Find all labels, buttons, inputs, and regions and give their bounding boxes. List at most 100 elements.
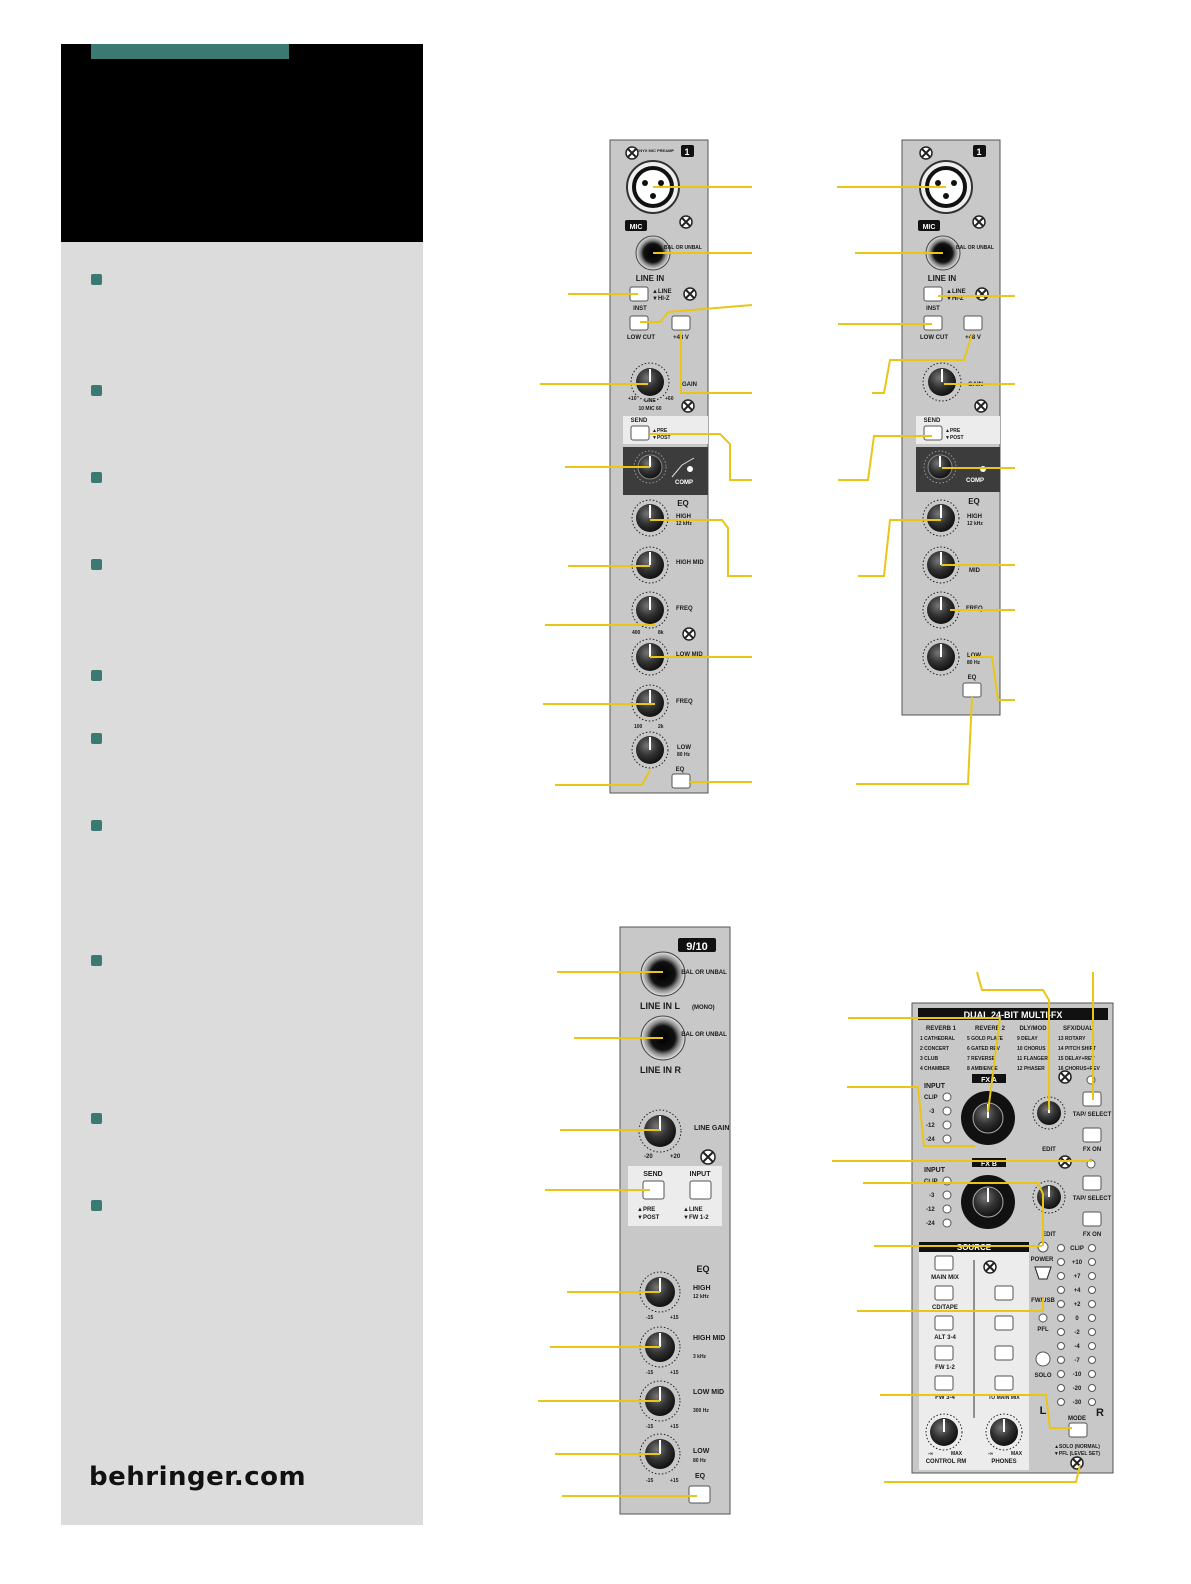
strip-b-low-cut: LOW CUT xyxy=(920,335,948,341)
fx-b-on: FX ON xyxy=(1083,1232,1101,1238)
source-alt34-button[interactable] xyxy=(934,1315,954,1331)
assign-button-4[interactable] xyxy=(994,1375,1014,1391)
fx-b-input: INPUT xyxy=(924,1167,946,1174)
mode-label: MODE xyxy=(1068,1416,1086,1422)
fx-preset: 10 CHORUS xyxy=(1017,1046,1046,1052)
eq-in-button[interactable] xyxy=(671,773,691,789)
eq-high-knob[interactable] xyxy=(922,499,960,537)
led-icon xyxy=(942,1218,952,1228)
strip-c-low-mid: LOW MID xyxy=(693,1389,724,1396)
strip-a-mic-range: 10 MIC 60 xyxy=(638,406,661,412)
screw-icon xyxy=(1058,1070,1072,1084)
strip-c-gain-max: +20 xyxy=(670,1154,681,1160)
bullet-5 xyxy=(91,670,102,681)
strip-a-eq: EQ xyxy=(677,499,689,508)
solo-label: SOLO xyxy=(1034,1373,1051,1379)
strip-a-preamp: XENYX MIC PREAMP xyxy=(634,148,675,153)
fx-preset: 13 ROTARY xyxy=(1058,1036,1086,1042)
fx-a-preset-knob[interactable] xyxy=(961,1091,1015,1145)
strip-b-pre: ▲PRE xyxy=(945,428,961,434)
led-icon xyxy=(942,1190,952,1200)
assign-button-2[interactable] xyxy=(994,1315,1014,1331)
strip-c-low-freq: 80 Hz xyxy=(693,1458,707,1464)
strip-a-high-mid: HIGH MID xyxy=(676,560,704,566)
strip-c-low-mid-freq: 300 Hz xyxy=(693,1408,709,1414)
gain-knob[interactable] xyxy=(922,362,962,402)
fx-a-m24: -24 xyxy=(926,1137,935,1143)
solo-normal-label: ▲SOLO (NORMAL) xyxy=(1054,1444,1100,1450)
eq-in-button[interactable] xyxy=(688,1485,711,1504)
fx-col-2: DLY/MOD xyxy=(1019,1026,1047,1032)
power-label: POWER xyxy=(1031,1257,1054,1263)
high-mid-freq-knob[interactable] xyxy=(631,591,669,629)
source-4: FW 3-4 xyxy=(935,1395,955,1401)
fx-a-clip: CLIP xyxy=(924,1095,938,1101)
meter-6: -2 xyxy=(1074,1330,1080,1336)
fx-preset: 14 PITCH SHIFT xyxy=(1058,1046,1096,1052)
source-cd-tape-button[interactable] xyxy=(934,1285,954,1301)
meter-l: L xyxy=(1040,1405,1047,1417)
meter-4: +2 xyxy=(1074,1302,1082,1308)
to-main-mix: TO MAIN MIX xyxy=(988,1395,1020,1401)
bullet-8 xyxy=(91,955,102,966)
sidebar: behringer.com xyxy=(61,44,423,1525)
gain-knob[interactable] xyxy=(630,362,670,402)
line-in-l-jack-icon[interactable] xyxy=(640,951,686,997)
strip-a-line: ▲LINE xyxy=(652,289,672,295)
screw-icon xyxy=(919,146,933,160)
source-fw34-button[interactable] xyxy=(934,1375,954,1391)
phantom-power-button[interactable] xyxy=(671,315,691,331)
phones-knob[interactable] xyxy=(985,1413,1023,1451)
fx-b-on-button[interactable] xyxy=(1082,1211,1102,1227)
meter-3: +4 xyxy=(1074,1288,1082,1294)
pfl-label: PFL xyxy=(1037,1327,1049,1333)
fx-b-m3: -3 xyxy=(929,1193,935,1199)
control-rm-label: CONTROL RM xyxy=(926,1459,967,1465)
line-hiz-button[interactable] xyxy=(923,286,943,302)
control-room-knob[interactable] xyxy=(925,1413,963,1451)
mode-button[interactable] xyxy=(1068,1422,1088,1438)
fx-b-preset-knob[interactable] xyxy=(961,1175,1015,1229)
fx-col-0: REVERB 1 xyxy=(926,1026,957,1032)
screw-icon xyxy=(681,399,695,413)
fx-b-label: FX B xyxy=(981,1161,997,1168)
strip-a-gain-min: +10 xyxy=(628,396,637,402)
meter-9: -10 xyxy=(1073,1372,1082,1378)
assign-button-1[interactable] xyxy=(994,1285,1014,1301)
strip-b-send: SEND xyxy=(924,418,941,424)
bullet-4 xyxy=(91,559,102,570)
fx-preset: 2 CONCERT xyxy=(920,1046,949,1052)
screw-icon xyxy=(974,399,988,413)
strip-b-comp: COMP xyxy=(966,478,984,484)
strip-c-p15-4: +15 xyxy=(670,1478,679,1484)
eq-low-knob[interactable] xyxy=(631,731,669,769)
fx-col-3: SFX/DUAL xyxy=(1063,1026,1093,1032)
phantom-power-button[interactable] xyxy=(963,315,983,331)
send-pre-post-button[interactable] xyxy=(923,425,943,441)
assign-button-3[interactable] xyxy=(994,1345,1014,1361)
source-main-mix-button[interactable] xyxy=(934,1255,954,1271)
meter-10: -20 xyxy=(1073,1386,1082,1392)
strip-a-hiz: ▼HI-Z xyxy=(652,296,670,302)
fx-a-tap: TAP/ SELECT xyxy=(1073,1112,1112,1118)
strip-c-line-gain: LINE GAIN xyxy=(694,1125,729,1132)
fx-b-m12: -12 xyxy=(926,1207,935,1213)
fx-a-on-button[interactable] xyxy=(1082,1127,1102,1143)
eq-in-button[interactable] xyxy=(962,682,982,698)
fx-preset: 6 GATED REV xyxy=(967,1046,1001,1052)
fx-b-tap-button[interactable] xyxy=(1082,1175,1102,1191)
led-icon xyxy=(942,1120,952,1130)
input-line-fw-button[interactable] xyxy=(689,1180,712,1200)
strip-c-line: ▲LINE xyxy=(683,1207,703,1213)
strip-b-callouts xyxy=(837,186,1015,785)
eq-high-knob[interactable] xyxy=(631,499,669,537)
source-fw12-button[interactable] xyxy=(934,1345,954,1361)
meter-r: R xyxy=(1096,1407,1104,1419)
eq-low-knob[interactable] xyxy=(922,638,960,676)
send-pre-post-button[interactable] xyxy=(630,425,650,441)
strip-c-mono: (MONO) xyxy=(692,1005,715,1011)
pfl-led-icon xyxy=(1038,1313,1048,1323)
strip-c-pre: ▲PRE xyxy=(637,1207,655,1213)
strip-c-fw12: ▼FW 1-2 xyxy=(683,1215,709,1221)
strip-a-freq: FREQ xyxy=(676,606,693,612)
